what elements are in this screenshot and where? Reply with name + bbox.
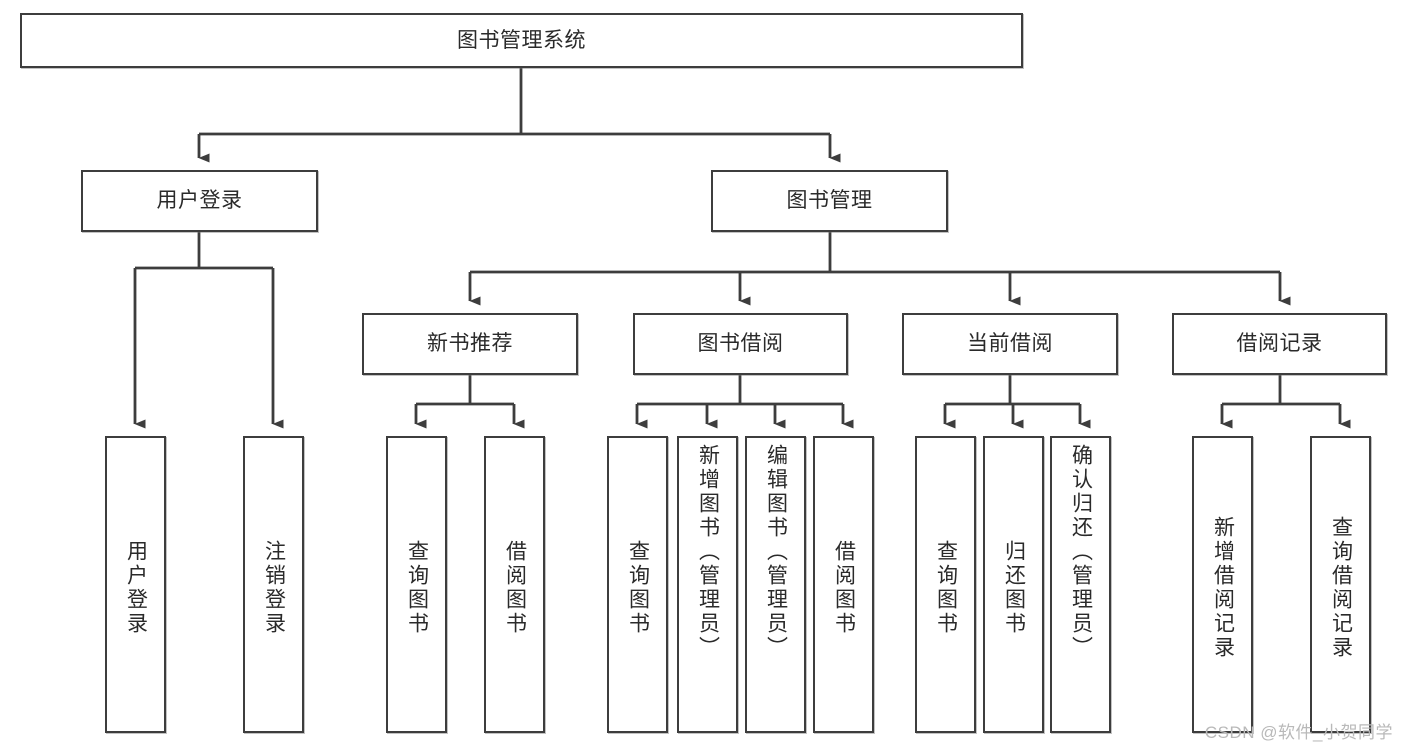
node-leaf-return-book-label: 归还图书 (1002, 539, 1026, 636)
node-leaf-confirm-return[interactable]: 确认归还（管理员） (1050, 436, 1111, 733)
node-leaf-add-borrow-record-label: 新增借阅记录 (1211, 515, 1235, 660)
node-root[interactable]: 图书管理系统 (20, 13, 1023, 68)
node-leaf-user-login[interactable]: 用户登录 (105, 436, 166, 733)
node-leaf-edit-book[interactable]: 编辑图书（管理员） (745, 436, 806, 733)
node-book-manage-label: 图书管理 (786, 189, 873, 213)
node-book-borrow-label: 图书借阅 (697, 332, 784, 356)
node-borrow-record-label: 借阅记录 (1236, 332, 1323, 356)
node-book-borrow[interactable]: 图书借阅 (633, 313, 848, 375)
node-leaf-query-book-3[interactable]: 查询图书 (915, 436, 976, 733)
node-leaf-edit-book-label: 编辑图书（管理员） (764, 444, 788, 660)
node-root-label: 图书管理系统 (457, 28, 586, 52)
node-leaf-add-borrow-record[interactable]: 新增借阅记录 (1192, 436, 1253, 733)
node-user-login-label: 用户登录 (156, 189, 243, 213)
node-leaf-add-book-label: 新增图书（管理员） (696, 444, 720, 660)
node-leaf-user-login-label: 用户登录 (124, 539, 148, 636)
node-leaf-query-book-2-label: 查询图书 (626, 539, 650, 636)
node-leaf-query-book-2[interactable]: 查询图书 (607, 436, 668, 733)
node-leaf-confirm-return-label: 确认归还（管理员） (1069, 444, 1093, 660)
node-leaf-query-book-3-label: 查询图书 (934, 539, 958, 636)
node-leaf-borrow-book-1[interactable]: 借阅图书 (484, 436, 545, 733)
node-leaf-borrow-book-2[interactable]: 借阅图书 (813, 436, 874, 733)
node-leaf-return-book[interactable]: 归还图书 (983, 436, 1044, 733)
node-leaf-query-book-1-label: 查询图书 (405, 539, 429, 636)
node-leaf-query-book-1[interactable]: 查询图书 (386, 436, 447, 733)
node-leaf-query-borrow-record[interactable]: 查询借阅记录 (1310, 436, 1371, 733)
node-leaf-query-borrow-record-label: 查询借阅记录 (1329, 515, 1353, 660)
node-current-borrow[interactable]: 当前借阅 (902, 313, 1118, 375)
node-new-book-recommend-label: 新书推荐 (427, 332, 513, 356)
node-leaf-logout-login-label: 注销登录 (262, 539, 286, 636)
node-user-login[interactable]: 用户登录 (81, 170, 318, 232)
node-leaf-add-book[interactable]: 新增图书（管理员） (677, 436, 738, 733)
node-leaf-logout-login[interactable]: 注销登录 (243, 436, 304, 733)
node-borrow-record[interactable]: 借阅记录 (1172, 313, 1387, 375)
node-new-book-recommend[interactable]: 新书推荐 (362, 313, 578, 375)
node-current-borrow-label: 当前借阅 (967, 332, 1053, 356)
node-leaf-borrow-book-2-label: 借阅图书 (832, 539, 856, 636)
node-leaf-borrow-book-1-label: 借阅图书 (503, 539, 527, 636)
node-book-manage[interactable]: 图书管理 (711, 170, 948, 232)
